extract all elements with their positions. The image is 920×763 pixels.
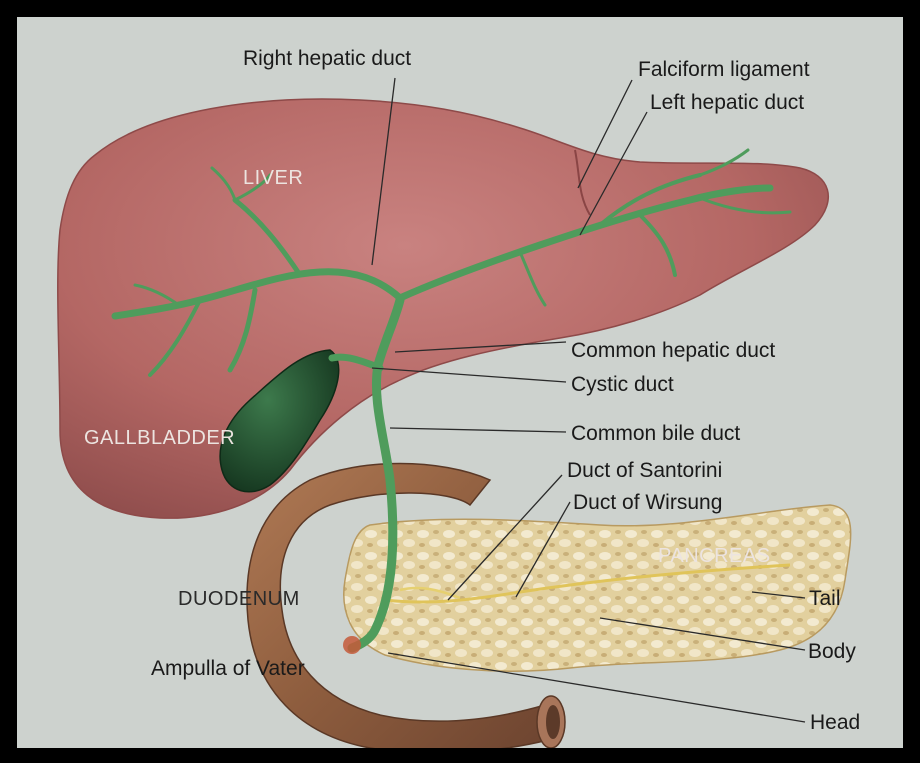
body-label: Body (808, 641, 856, 662)
common-hepatic-duct-label: Common hepatic duct (571, 340, 775, 361)
pancreas-label: PANCREAS (658, 546, 771, 566)
ampulla-spot (343, 636, 361, 654)
duct-of-santorini-label: Duct of Santorini (567, 460, 722, 481)
head-label: Head (810, 712, 860, 733)
ampulla-of-vater-label: Ampulla of Vater (151, 658, 305, 679)
cystic-duct-label: Cystic duct (571, 374, 674, 395)
gallbladder-label: GALLBLADDER (84, 428, 235, 448)
liver-label: LIVER (243, 168, 303, 188)
right-hepatic-duct-label: Right hepatic duct (243, 48, 411, 69)
duct-of-wirsung-label: Duct of Wirsung (573, 492, 722, 513)
falciform-ligament-label: Falciform ligament (638, 59, 810, 80)
left-hepatic-duct-label: Left hepatic duct (650, 92, 804, 113)
common-bile-duct-label: Common bile duct (571, 423, 740, 444)
tail-label: Tail (809, 588, 841, 609)
duodenum-label: DUODENUM (178, 589, 300, 609)
